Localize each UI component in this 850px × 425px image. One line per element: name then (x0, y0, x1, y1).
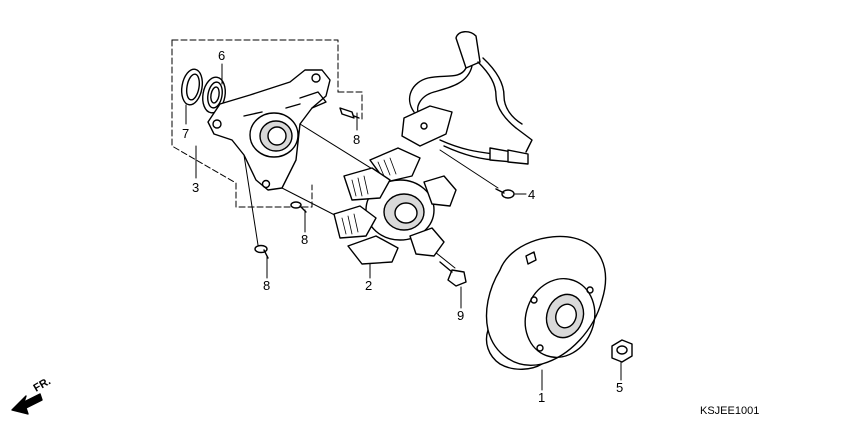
callout-9: 9 (457, 308, 464, 323)
callout-3: 3 (192, 180, 199, 195)
callout-2: 2 (365, 278, 372, 293)
callout-6: 6 (218, 48, 225, 63)
callout-8-lower: 8 (263, 278, 270, 293)
nut-part-5 (611, 339, 633, 363)
circlip-part-7 (180, 68, 204, 106)
wire-harness (401, 31, 533, 165)
stator-base-part-3 (207, 69, 331, 191)
stator-part-2 (333, 147, 457, 265)
flange-bolt-part-9 (439, 261, 467, 287)
callout-5: 5 (616, 380, 623, 395)
bolt-part-8-middle (290, 201, 307, 213)
callout-1: 1 (538, 390, 545, 405)
front-direction-arrow (11, 393, 43, 415)
front-direction-label: FR. (32, 375, 53, 394)
callout-4: 4 (528, 187, 535, 202)
callout-7: 7 (182, 126, 189, 141)
callout-8-middle: 8 (301, 232, 308, 247)
screw-part-4 (495, 188, 515, 199)
bolt-part-8-lower (254, 244, 269, 259)
diagram-code: KSJEE1001 (700, 405, 759, 417)
callout-8-upper: 8 (353, 132, 360, 147)
bolt-part-8-upper (339, 107, 360, 119)
oil-seal-part-6 (202, 76, 226, 114)
flywheel-part-1 (485, 235, 607, 370)
